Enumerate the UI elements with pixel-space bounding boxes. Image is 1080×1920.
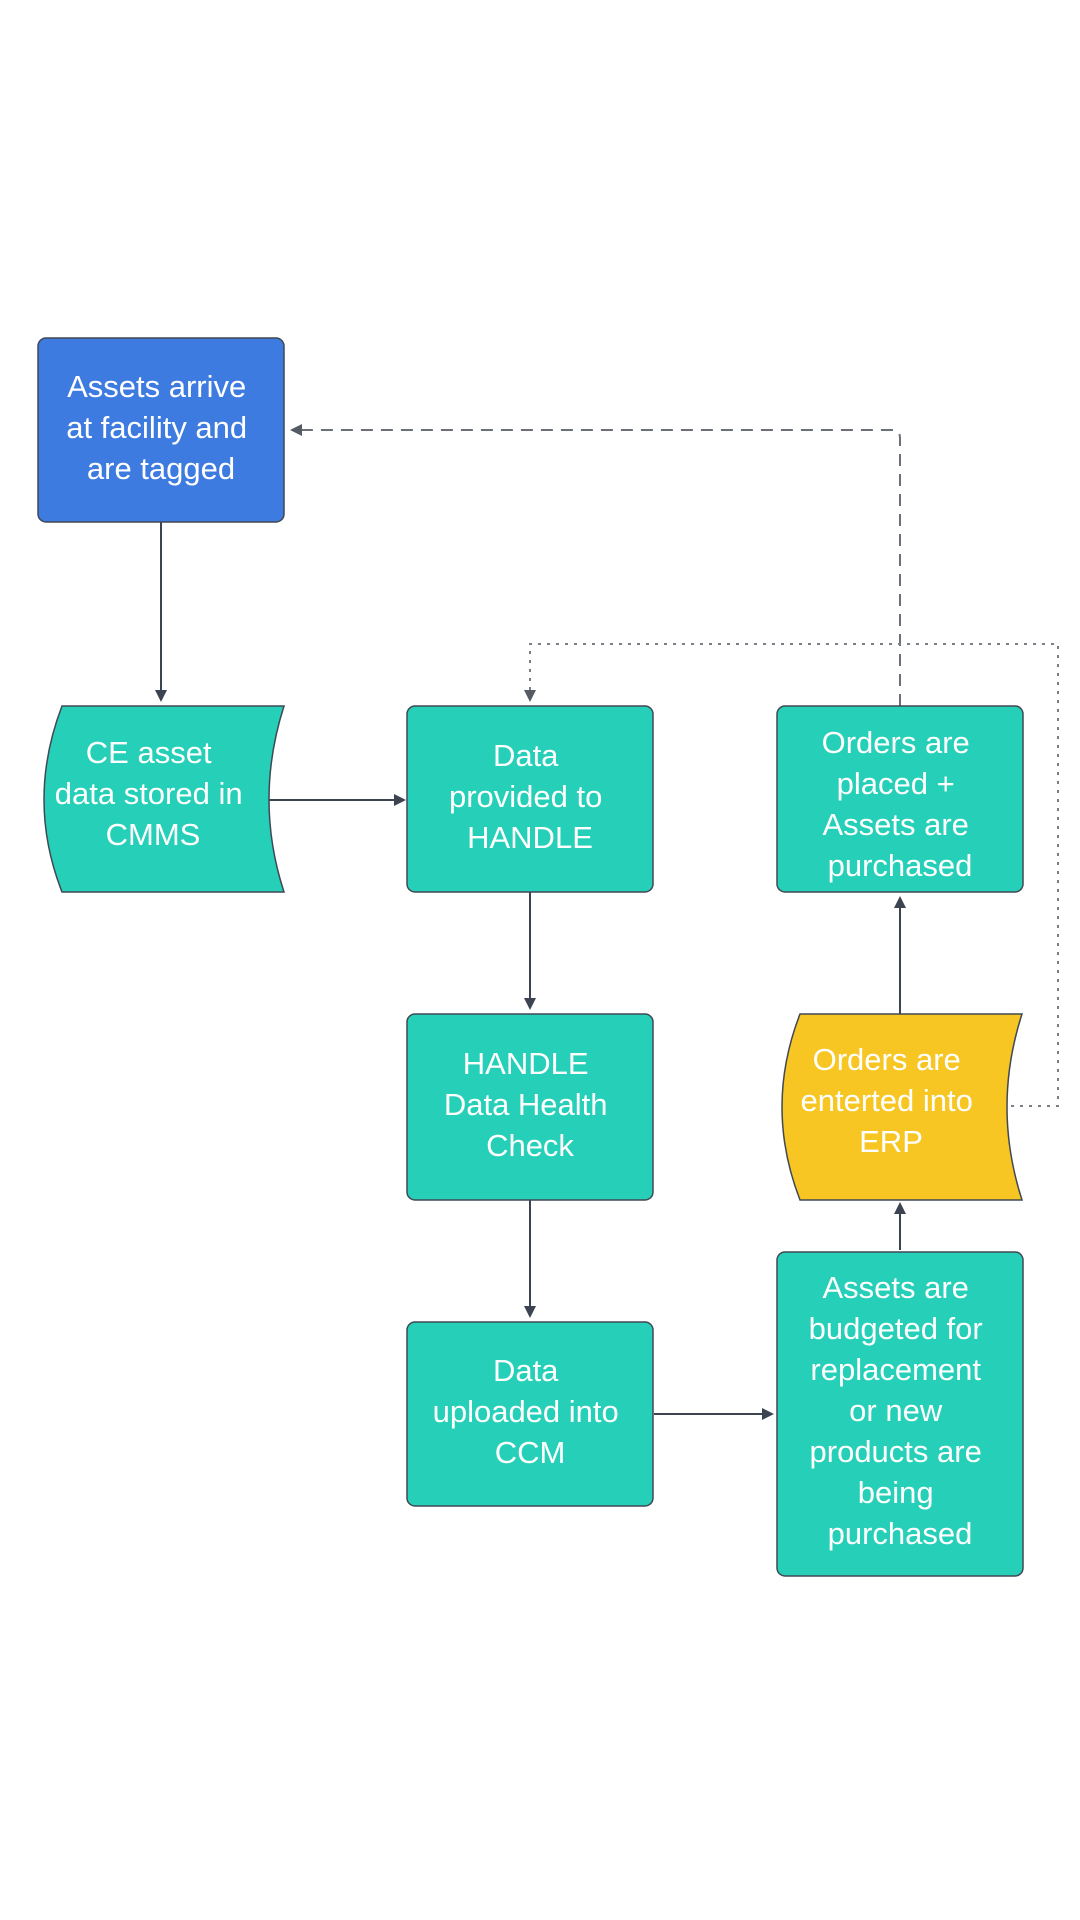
node-data-provided-line-3: HANDLE bbox=[467, 820, 593, 855]
node-health-check: HANDLE Data Health Check bbox=[406, 1013, 654, 1201]
node-assets-arrive-label: Assets arrive at facility and are tagged bbox=[66, 369, 256, 486]
node-data-provided: Data provided to HANDLE bbox=[406, 705, 654, 893]
node-ce-asset-data-label: CE asset data stored in CMMS bbox=[55, 735, 251, 852]
node-assets-budgeted-line-7: purchased bbox=[828, 1516, 973, 1551]
node-data-uploaded-label: Data uploaded into CCM bbox=[433, 1353, 628, 1470]
node-orders-erp-line-2: enterted into bbox=[801, 1083, 973, 1118]
nodes: Assets arrive at facility and are tagged… bbox=[37, 337, 1024, 1577]
node-orders-placed-line-1: Orders are bbox=[822, 725, 970, 760]
node-assets-arrive: Assets arrive at facility and are tagged bbox=[37, 337, 285, 523]
edges bbox=[155, 424, 1059, 1420]
node-health-check-box bbox=[406, 1013, 654, 1201]
node-data-provided-line-1: Data bbox=[493, 738, 559, 773]
node-health-check-label: HANDLE Data Health Check bbox=[444, 1046, 616, 1163]
node-data-provided-label: Data provided to HANDLE bbox=[449, 738, 611, 855]
node-data-uploaded-line-3: CCM bbox=[495, 1435, 566, 1470]
node-assets-budgeted: Assets are budgeted for replacement or n… bbox=[776, 1251, 1024, 1577]
node-orders-erp-shape bbox=[781, 1013, 1024, 1201]
node-data-uploaded-box bbox=[406, 1321, 654, 1507]
node-assets-arrive-line-2: at facility and bbox=[66, 410, 247, 445]
node-assets-budgeted-line-3: replacement bbox=[810, 1352, 981, 1387]
node-assets-budgeted-line-4: or new bbox=[849, 1393, 943, 1428]
edge-erp-to-handle-dotted bbox=[524, 643, 1059, 1107]
node-data-provided-line-2: provided to bbox=[449, 779, 602, 814]
node-orders-placed-line-2: placed + bbox=[837, 766, 955, 801]
node-orders-placed-line-4: purchased bbox=[828, 848, 973, 883]
node-orders-placed: Orders are placed + Assets are purchased bbox=[776, 705, 1024, 893]
node-data-provided-box bbox=[406, 705, 654, 893]
node-data-uploaded-line-1: Data bbox=[493, 1353, 559, 1388]
edge-orders-placed-to-arrive bbox=[290, 424, 901, 706]
node-health-check-line-1: HANDLE bbox=[463, 1046, 589, 1081]
node-assets-budgeted-line-1: Assets are bbox=[822, 1270, 968, 1305]
node-assets-budgeted-line-6: being bbox=[858, 1475, 934, 1510]
node-orders-erp-line-3: ERP bbox=[859, 1124, 923, 1159]
node-ce-asset-data: CE asset data stored in CMMS bbox=[43, 705, 286, 893]
node-assets-budgeted-line-5: products are bbox=[810, 1434, 982, 1469]
node-orders-placed-label: Orders are placed + Assets are purchased bbox=[822, 725, 979, 883]
node-assets-arrive-line-1: Assets arrive bbox=[67, 369, 246, 404]
node-assets-arrive-line-3: are tagged bbox=[87, 451, 235, 486]
node-ce-asset-data-line-2: data stored in bbox=[55, 776, 243, 811]
node-assets-budgeted-line-2: budgeted for bbox=[809, 1311, 983, 1346]
node-orders-erp-label: Orders are enterted into ERP bbox=[801, 1042, 982, 1159]
node-assets-budgeted-box bbox=[776, 1251, 1024, 1577]
node-data-uploaded: Data uploaded into CCM bbox=[406, 1321, 654, 1507]
node-assets-arrive-box bbox=[37, 337, 285, 523]
node-assets-budgeted-label: Assets are budgeted for replacement or n… bbox=[809, 1270, 992, 1551]
node-orders-placed-line-3: Assets are bbox=[822, 807, 968, 842]
node-health-check-line-2: Data Health bbox=[444, 1087, 608, 1122]
node-ce-asset-data-line-1: CE asset bbox=[86, 735, 212, 770]
node-ce-asset-data-shape bbox=[43, 705, 286, 893]
node-health-check-line-3: Check bbox=[486, 1128, 574, 1163]
node-orders-erp-line-1: Orders are bbox=[813, 1042, 961, 1077]
node-ce-asset-data-line-3: CMMS bbox=[106, 817, 201, 852]
node-orders-placed-box bbox=[776, 705, 1024, 893]
node-data-uploaded-line-2: uploaded into bbox=[433, 1394, 619, 1429]
node-orders-erp: Orders are enterted into ERP bbox=[781, 1013, 1024, 1201]
